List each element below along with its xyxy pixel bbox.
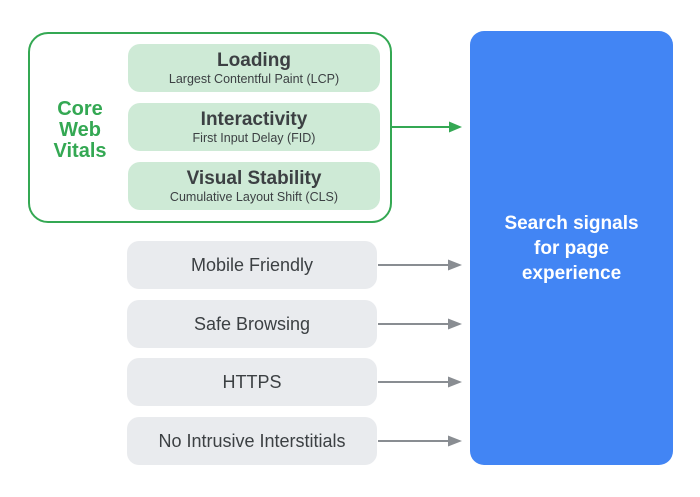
cwv-item-subtitle: First Input Delay (FID) xyxy=(192,130,316,145)
signal-item-safe-browsing: Safe Browsing xyxy=(127,300,377,348)
grey-arrow-icon xyxy=(378,435,462,447)
search-signals-label: Search signals for page experience xyxy=(504,212,639,284)
cwv-item-title: Loading xyxy=(217,49,291,71)
cwv-item-subtitle: Cumulative Layout Shift (CLS) xyxy=(169,189,339,204)
grey-arrow-icon xyxy=(378,259,462,271)
core-web-vitals-label: Core Web Vitals xyxy=(53,98,107,162)
search-signals-result-box: Search signals for page experience xyxy=(470,31,673,465)
cwv-item-subtitle: Largest Contentful Paint (LCP) xyxy=(168,71,340,86)
green-arrow-icon xyxy=(391,121,462,133)
cwv-item-title: Interactivity xyxy=(200,108,308,130)
grey-arrow-icon xyxy=(378,318,462,330)
signal-label: No Intrusive Interstitials xyxy=(158,430,346,451)
signal-item-no-intrusive-interstitials: No Intrusive Interstitials xyxy=(127,417,377,465)
cwv-item-interactivity: Interactivity First Input Delay (FID) xyxy=(128,103,380,151)
signal-label: HTTPS xyxy=(222,371,282,392)
grey-arrow-icon xyxy=(378,376,462,388)
signal-label: Safe Browsing xyxy=(193,313,311,334)
cwv-item-visual-stability: Visual Stability Cumulative Layout Shift… xyxy=(128,162,380,210)
signal-item-https: HTTPS xyxy=(127,358,377,406)
signal-label: Mobile Friendly xyxy=(190,254,314,275)
cwv-item-loading: Loading Largest Contentful Paint (LCP) xyxy=(128,44,380,92)
cwv-item-title: Visual Stability xyxy=(186,167,322,189)
signal-item-mobile-friendly: Mobile Friendly xyxy=(127,241,377,289)
